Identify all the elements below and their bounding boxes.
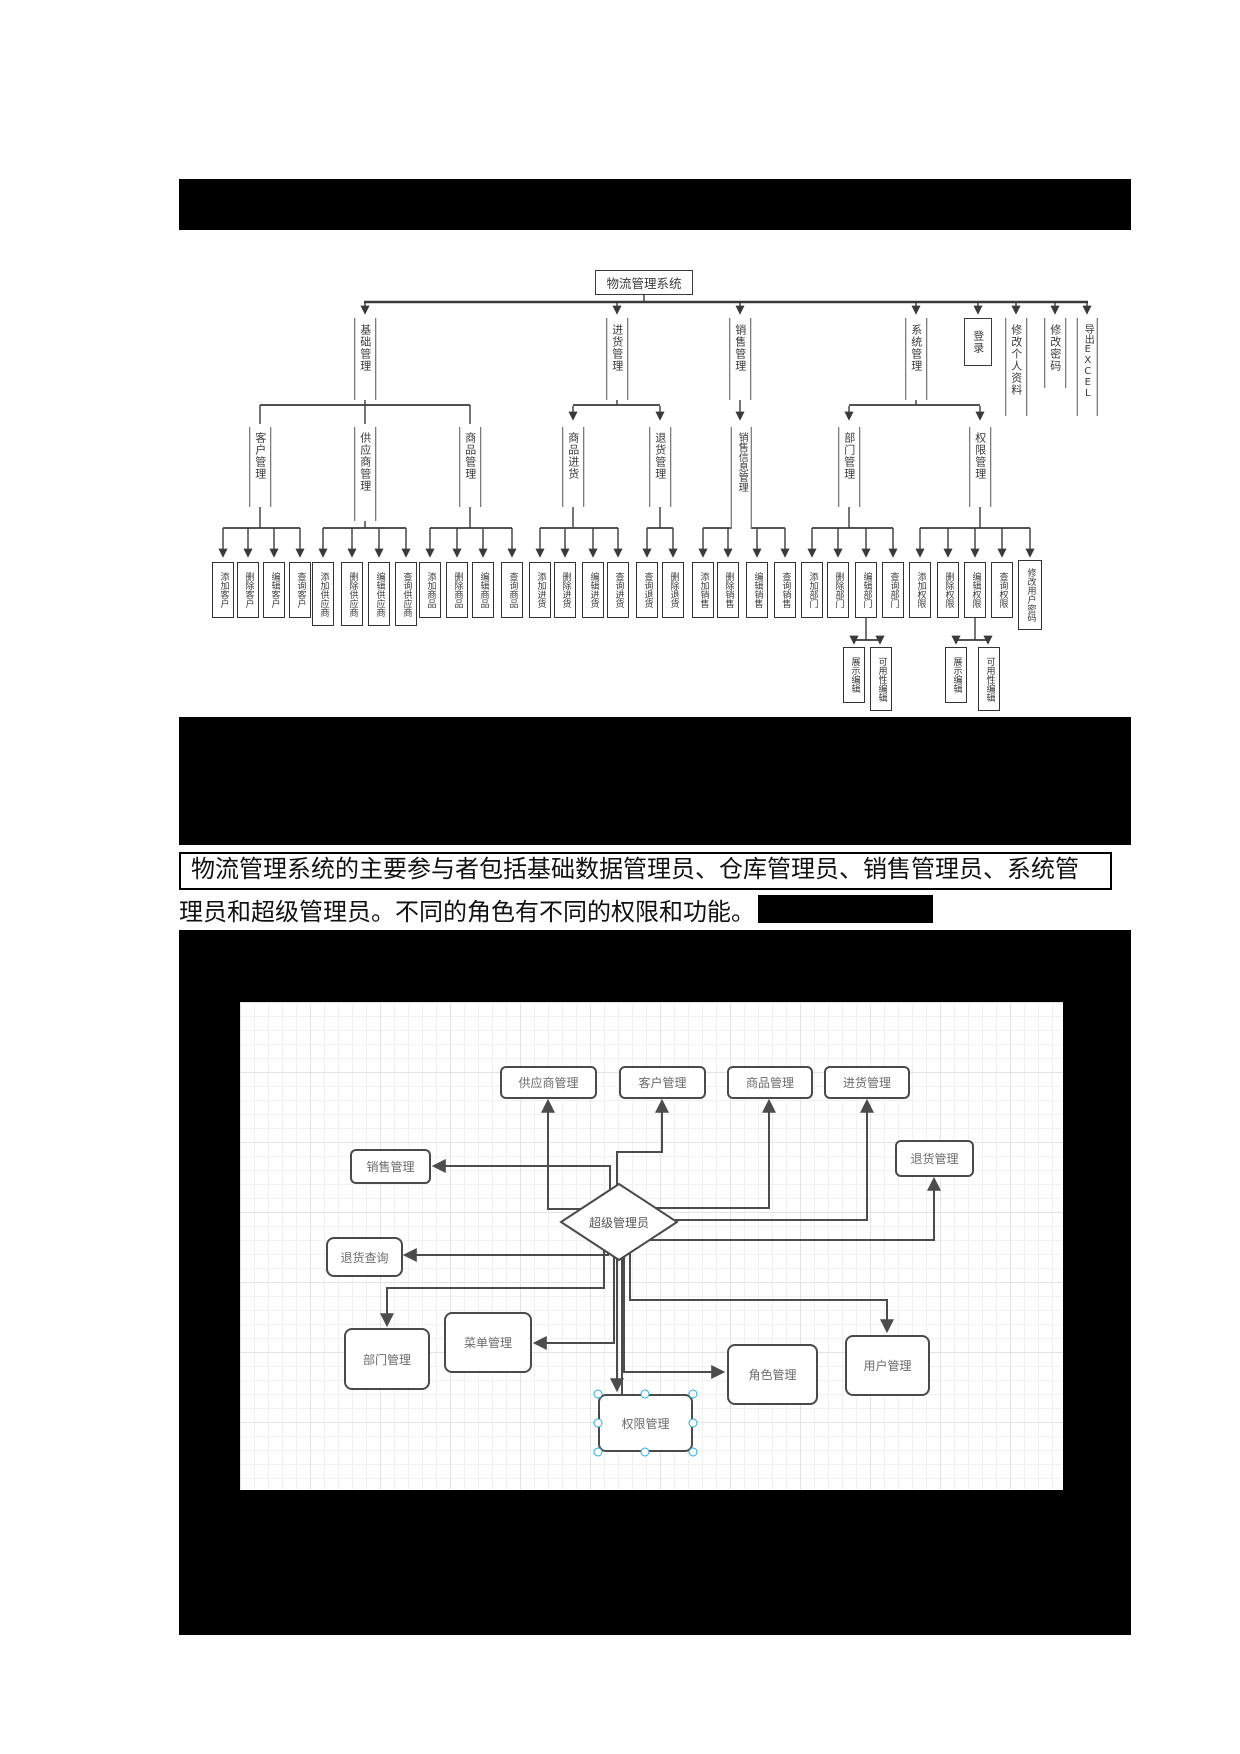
org-leaf-node: 查询销售 bbox=[774, 562, 796, 618]
org-leaf-node: 删除销售 bbox=[717, 562, 739, 618]
org-chart: 物流管理系统 基础管理 进货管理 销售管理 系统管理 登录 修改个人资料 修改密… bbox=[0, 0, 1240, 730]
usecase-node: 菜单管理 bbox=[444, 1312, 532, 1373]
selection-handle bbox=[593, 1418, 603, 1428]
org-level3-node: 供应商管理 bbox=[354, 427, 376, 521]
org-leaf-node: 删除供应商 bbox=[341, 562, 363, 626]
org-leaf-node: 编辑权限 bbox=[964, 562, 986, 618]
org-leaf-node: 编辑客户 bbox=[263, 562, 285, 618]
usecase-node: 退货管理 bbox=[895, 1140, 974, 1177]
org-leaf-node: 编辑部门 bbox=[855, 562, 877, 618]
selection-handle bbox=[688, 1447, 698, 1457]
org-leaf-node: 添加权限 bbox=[909, 562, 931, 618]
selection-handle bbox=[688, 1418, 698, 1428]
org-leaf-node: 添加销售 bbox=[692, 562, 714, 618]
org-level2-node: 基础管理 bbox=[354, 318, 376, 400]
org-level5-node: 展示编辑 bbox=[945, 647, 967, 703]
org-leaf-node: 编辑商品 bbox=[472, 562, 494, 618]
paragraph-line-1-text: 物流管理系统的主要参与者包括基础数据管理员、仓库管理员、销售管理员、系统管 bbox=[191, 857, 1079, 883]
redaction-inline-chunk bbox=[758, 895, 933, 923]
org-level5-node: 可用性编辑 bbox=[870, 647, 892, 711]
org-leaf-node: 添加供应商 bbox=[312, 562, 334, 626]
org-level2-node: 系统管理 bbox=[905, 318, 927, 400]
org-level3-node: 部门管理 bbox=[838, 427, 860, 507]
org-level3-node: 客户管理 bbox=[249, 427, 271, 507]
org-leaf-node: 编辑销售 bbox=[746, 562, 768, 618]
paragraph-line-1: 物流管理系统的主要参与者包括基础数据管理员、仓库管理员、销售管理员、系统管 bbox=[179, 852, 1112, 890]
selection-handle bbox=[640, 1447, 650, 1457]
paragraph-line-2-text: 理员和超级管理员。不同的角色有不同的权限和功能。 bbox=[179, 899, 755, 926]
org-level3-node: 商品管理 bbox=[459, 427, 481, 507]
org-level3-node: 权限管理 bbox=[969, 427, 991, 507]
org-level2-node: 修改个人资料 bbox=[1005, 318, 1027, 416]
org-leaf-node: 修改用户密码 bbox=[1018, 560, 1042, 630]
org-leaf-node: 查询进货 bbox=[607, 562, 629, 618]
paragraph-line-2: 理员和超级管理员。不同的角色有不同的权限和功能。 bbox=[179, 893, 933, 926]
usecase-node: 商品管理 bbox=[727, 1066, 813, 1099]
org-chart-connectors bbox=[218, 293, 1092, 645]
org-leaf-node: 添加客户 bbox=[212, 562, 234, 618]
org-leaf-node: 添加部门 bbox=[801, 562, 823, 618]
usecase-node: 销售管理 bbox=[350, 1149, 431, 1184]
org-leaf-node: 编辑进货 bbox=[582, 562, 604, 618]
org-leaf-node: 查询供应商 bbox=[395, 562, 417, 626]
selection-handle bbox=[640, 1389, 650, 1399]
selection-handle bbox=[688, 1389, 698, 1399]
org-level3-node: 销售信息管理 bbox=[730, 427, 752, 529]
org-leaf-node: 添加商品 bbox=[419, 562, 441, 618]
org-level2-node: 修改密码 bbox=[1044, 318, 1066, 388]
usecase-node: 进货管理 bbox=[824, 1066, 910, 1099]
usecase-connectors bbox=[380, 1098, 941, 1394]
org-level2-node: 销售管理 bbox=[729, 318, 751, 400]
usecase-node: 角色管理 bbox=[727, 1344, 818, 1405]
org-leaf-node: 删除退货 bbox=[662, 562, 684, 618]
selection-handle bbox=[593, 1389, 603, 1399]
selection-handle bbox=[593, 1447, 603, 1457]
org-level2-node: 进货管理 bbox=[606, 318, 628, 400]
org-root-node: 物流管理系统 bbox=[595, 270, 693, 295]
usecase-node: 供应商管理 bbox=[500, 1066, 597, 1099]
org-level2-node: 登录 bbox=[964, 318, 992, 366]
org-level2-node: 导出EXCEL bbox=[1076, 318, 1098, 416]
org-leaf-node: 查询权限 bbox=[991, 562, 1013, 618]
org-leaf-node: 查询客户 bbox=[289, 562, 311, 618]
org-leaf-node: 删除权限 bbox=[937, 562, 959, 618]
org-leaf-node: 删除部门 bbox=[827, 562, 849, 618]
redaction-usecase-block: 超级管理员 供应商管理 客户管理 商品管理 进货管理 销售管理 退货管理 退货查… bbox=[179, 930, 1131, 1635]
org-leaf-node: 删除进货 bbox=[554, 562, 576, 618]
org-leaf-node: 删除客户 bbox=[237, 562, 259, 618]
usecase-node: 退货查询 bbox=[326, 1237, 403, 1277]
redaction-header-bar bbox=[179, 179, 1131, 230]
usecase-actor-label: 超级管理员 bbox=[588, 1216, 649, 1230]
usecase-node: 部门管理 bbox=[344, 1328, 430, 1390]
org-leaf-node: 查询商品 bbox=[501, 562, 523, 618]
usecase-node-selected: 权限管理 bbox=[598, 1394, 693, 1452]
usecase-node: 用户管理 bbox=[845, 1335, 930, 1396]
org-leaf-node: 查询部门 bbox=[882, 562, 904, 618]
usecase-node: 客户管理 bbox=[619, 1066, 706, 1099]
usecase-diagram-panel: 超级管理员 供应商管理 客户管理 商品管理 进货管理 销售管理 退货管理 退货查… bbox=[240, 1002, 1063, 1490]
org-leaf-node: 查询退货 bbox=[636, 562, 658, 618]
redaction-band bbox=[179, 717, 1131, 845]
org-leaf-node: 编辑供应商 bbox=[368, 562, 390, 626]
org-leaf-node: 添加进货 bbox=[529, 562, 551, 618]
org-leaf-node: 删除商品 bbox=[446, 562, 468, 618]
org-level3-node: 商品进货 bbox=[562, 427, 584, 507]
org-level3-node: 退货管理 bbox=[649, 427, 671, 507]
org-level5-node: 可用性编辑 bbox=[978, 647, 1000, 711]
org-level5-node: 展示编辑 bbox=[843, 647, 865, 703]
